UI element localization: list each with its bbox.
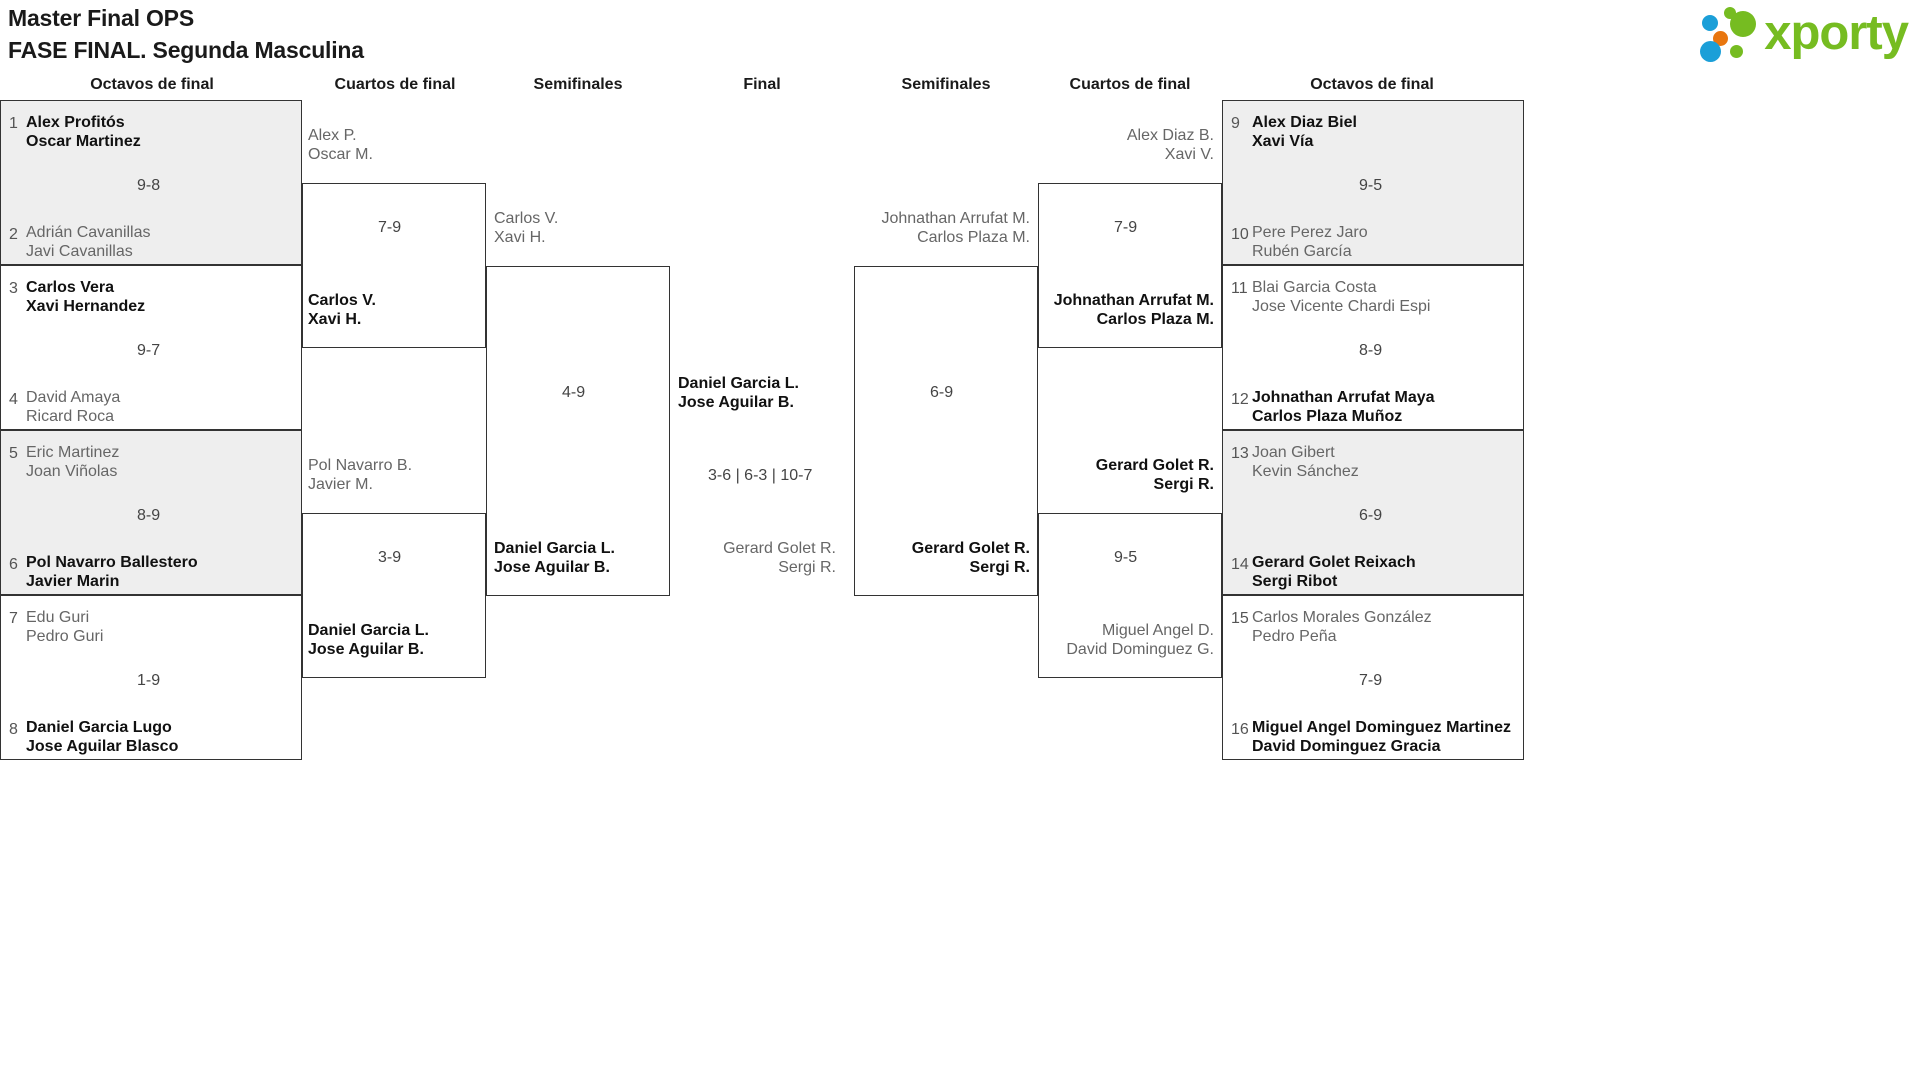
- player-names: Joan Gibert Kevin Sánchez: [1252, 444, 1359, 480]
- qf-score-r1: 7-9: [1114, 219, 1138, 236]
- player-names: Pol Navarro Ballestero Javier Marin: [26, 554, 198, 590]
- qf-entrant-l1: Alex P. Oscar M.: [308, 127, 373, 163]
- qf-connector-l2: [302, 513, 486, 678]
- match-score: 9-7: [137, 342, 161, 359]
- seed-number: 12: [1231, 391, 1249, 408]
- match-score: 8-9: [1359, 342, 1383, 359]
- page-title: Master Final OPS FASE FINAL. Segunda Mas…: [8, 2, 364, 66]
- match-cell-l16-1[interactable]: 1 Alex Profitós Oscar Martinez 9-8 2 Adr…: [0, 100, 302, 265]
- qf-connector-r1: [1038, 183, 1222, 348]
- seed-number: 16: [1231, 721, 1249, 738]
- final-entrant-left: Daniel Garcia L. Jose Aguilar B.: [678, 375, 799, 411]
- logo-dots-icon: [1700, 5, 1762, 62]
- player-names: Pere Perez Jaro Rubén García: [1252, 224, 1368, 260]
- qf-score-r2: 9-5: [1114, 549, 1138, 566]
- player-names: Alex Diaz Biel Xavi Vía: [1252, 114, 1357, 150]
- match-cell-l16-2[interactable]: 3 Carlos Vera Xavi Hernandez 9-7 4 David…: [0, 265, 302, 430]
- match-cell-r16-4[interactable]: 15 Carlos Morales González Pedro Peña 7-…: [1222, 595, 1524, 760]
- round-heading-left-r16: Octavos de final: [90, 76, 214, 93]
- sf-entrant-r2: Gerard Golet R. Sergi R.: [911, 540, 1030, 576]
- seed-number: 14: [1231, 556, 1249, 573]
- match-score: 9-5: [1359, 177, 1383, 194]
- sf-entrant-r1: Johnathan Arrufat M. Carlos Plaza M.: [881, 210, 1030, 246]
- seed-number: 15: [1231, 610, 1249, 627]
- seed-number: 13: [1231, 445, 1249, 462]
- qf-entrant-l4: Daniel Garcia L. Jose Aguilar B.: [308, 622, 429, 658]
- seed-number: 1: [9, 115, 18, 132]
- qf-entrant-l3: Pol Navarro B. Javier M.: [308, 457, 413, 493]
- player-names: Alex Profitós Oscar Martinez: [26, 114, 141, 150]
- seed-number: 4: [9, 391, 18, 408]
- final-score: 3-6 | 6-3 | 10-7: [708, 467, 813, 484]
- player-names: Blai Garcia Costa Jose Vicente Chardi Es…: [1252, 279, 1431, 315]
- match-cell-r16-3[interactable]: 13 Joan Gibert Kevin Sánchez 6-9 14 Gera…: [1222, 430, 1524, 595]
- round-heading-left-qf: Cuartos de final: [334, 76, 456, 93]
- match-cell-r16-2[interactable]: 11 Blai Garcia Costa Jose Vicente Chardi…: [1222, 265, 1524, 430]
- sf-connector-l: [486, 266, 670, 596]
- qf-entrant-l2: Carlos V. Xavi H.: [308, 292, 376, 328]
- seed-number: 2: [9, 226, 18, 243]
- player-names: Adrián Cavanillas Javi Cavanillas: [26, 224, 151, 260]
- qf-connector-r2: [1038, 513, 1222, 678]
- qf-entrant-r3: Gerard Golet R. Sergi R.: [1095, 457, 1214, 493]
- tournament-phase: FASE FINAL. Segunda Masculina: [8, 37, 364, 63]
- round-heading-right-sf: Semifinales: [901, 76, 991, 93]
- round-heading-right-r16: Octavos de final: [1310, 76, 1434, 93]
- sf-score-r: 6-9: [930, 384, 954, 401]
- qf-connector-l1: [302, 183, 486, 348]
- player-names: Johnathan Arrufat Maya Carlos Plaza Muño…: [1252, 389, 1435, 425]
- qf-score-l2: 3-9: [378, 549, 402, 566]
- qf-entrant-r2: Johnathan Arrufat M. Carlos Plaza M.: [1053, 292, 1214, 328]
- match-score: 6-9: [1359, 507, 1383, 524]
- player-names: Daniel Garcia Lugo Jose Aguilar Blasco: [26, 719, 179, 755]
- sf-entrant-l1: Carlos V. Xavi H.: [494, 210, 559, 246]
- seed-number: 10: [1231, 226, 1249, 243]
- player-names: David Amaya Ricard Roca: [26, 389, 121, 425]
- final-entrant-right: Gerard Golet R. Sergi R.: [723, 540, 836, 576]
- round-heading-left-sf: Semifinales: [533, 76, 623, 93]
- match-cell-l16-3[interactable]: 5 Eric Martinez Joan Viñolas 8-9 6 Pol N…: [0, 430, 302, 595]
- player-names: Carlos Morales González Pedro Peña: [1252, 609, 1432, 645]
- seed-number: 9: [1231, 115, 1240, 132]
- player-names: Miguel Angel Dominguez Martinez David Do…: [1252, 719, 1511, 755]
- seed-number: 8: [9, 721, 18, 738]
- seed-number: 6: [9, 556, 18, 573]
- match-cell-l16-4[interactable]: 7 Edu Guri Pedro Guri 1-9 8 Daniel Garci…: [0, 595, 302, 760]
- player-names: Gerard Golet Reixach Sergi Ribot: [1252, 554, 1416, 590]
- player-names: Eric Martinez Joan Viñolas: [26, 444, 120, 480]
- qf-entrant-r4: Miguel Angel D. David Dominguez G.: [1066, 622, 1214, 658]
- match-score: 8-9: [137, 507, 161, 524]
- qf-entrant-r1: Alex Diaz B. Xavi V.: [1126, 127, 1214, 163]
- player-names: Carlos Vera Xavi Hernandez: [26, 279, 146, 315]
- xporty-logo: xporty: [1700, 4, 1909, 62]
- sf-connector-r: [854, 266, 1038, 596]
- seed-number: 3: [9, 280, 18, 297]
- sf-score-l: 4-9: [562, 384, 586, 401]
- seed-number: 5: [9, 445, 18, 462]
- round-heading-right-qf: Cuartos de final: [1069, 76, 1191, 93]
- round-heading-final: Final: [743, 76, 781, 93]
- seed-number: 11: [1231, 280, 1248, 297]
- player-names: Edu Guri Pedro Guri: [26, 609, 104, 645]
- seed-number: 7: [9, 610, 18, 627]
- qf-score-l1: 7-9: [378, 219, 402, 236]
- match-cell-r16-1[interactable]: 9 Alex Diaz Biel Xavi Vía 9-5 10 Pere Pe…: [1222, 100, 1524, 265]
- match-score: 7-9: [1359, 672, 1383, 689]
- tournament-name: Master Final OPS: [8, 5, 194, 31]
- match-score: 9-8: [137, 177, 161, 194]
- sf-entrant-l2: Daniel Garcia L. Jose Aguilar B.: [494, 540, 615, 576]
- logo-wordmark: xporty: [1764, 6, 1909, 60]
- match-score: 1-9: [137, 672, 161, 689]
